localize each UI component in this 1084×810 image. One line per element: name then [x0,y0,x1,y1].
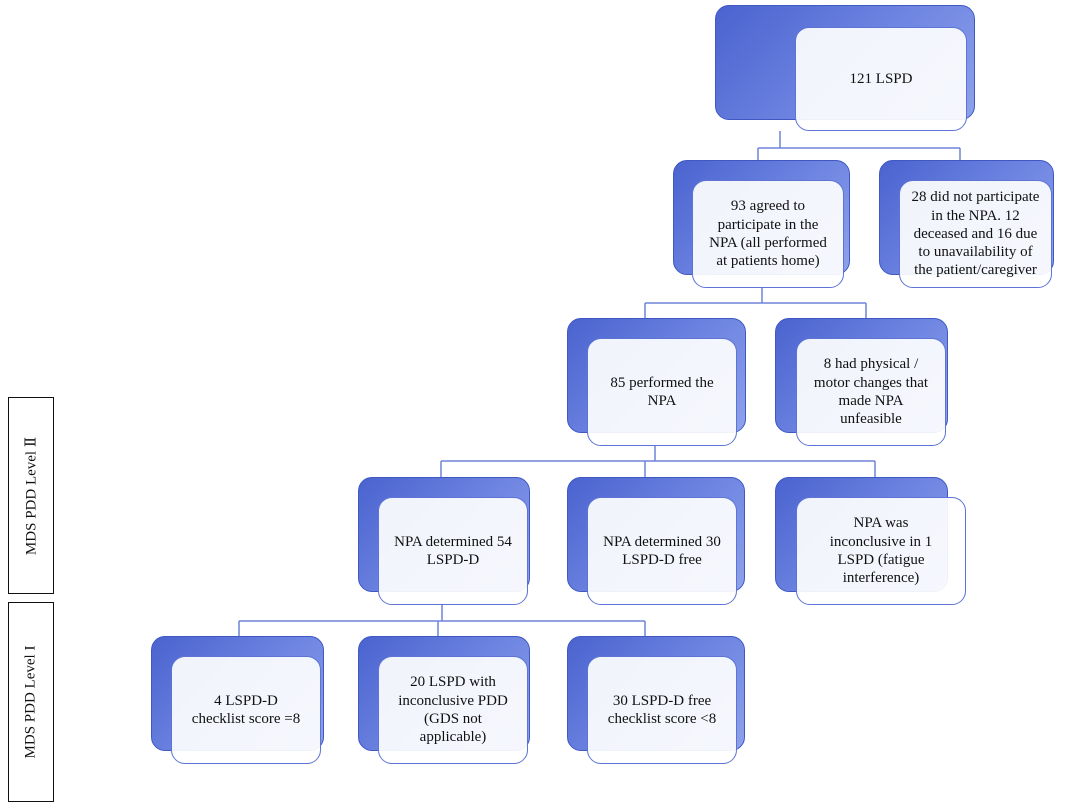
node-lspd30-text: 30 LSPD-D free checklist score <8 [587,656,737,764]
side-label-level1: MDS PDD Level I [8,602,54,802]
side-label-level2-text: MDS PDD Level Ⅱ [23,436,40,555]
node-not-participate-text: 28 did not participate in the NPA. 12 de… [899,180,1052,288]
node-root-text: 121 LSPD [795,27,967,131]
node-det30-text: NPA determined 30 LSPD-D free [587,497,737,605]
node-lspd4-text: 4 LSPD-D checklist score =8 [171,656,321,764]
node-inconclusive-npa-text: NPA was inconclusive in 1 LSPD (fatigue … [796,497,966,605]
node-lspd20-text: 20 LSPD with inconclusive PDD (GDS not a… [378,656,528,764]
side-label-level2: MDS PDD Level Ⅱ [8,397,54,594]
node-performed-text: 85 performed the NPA [587,338,737,446]
node-agreed-text: 93 agreed to participate in the NPA (all… [692,180,844,288]
node-det54-text: NPA determined 54 LSPD-D [378,497,528,605]
node-physical-text: 8 had physical / motor changes that made… [796,338,946,446]
side-label-level1-text: MDS PDD Level I [22,645,39,759]
